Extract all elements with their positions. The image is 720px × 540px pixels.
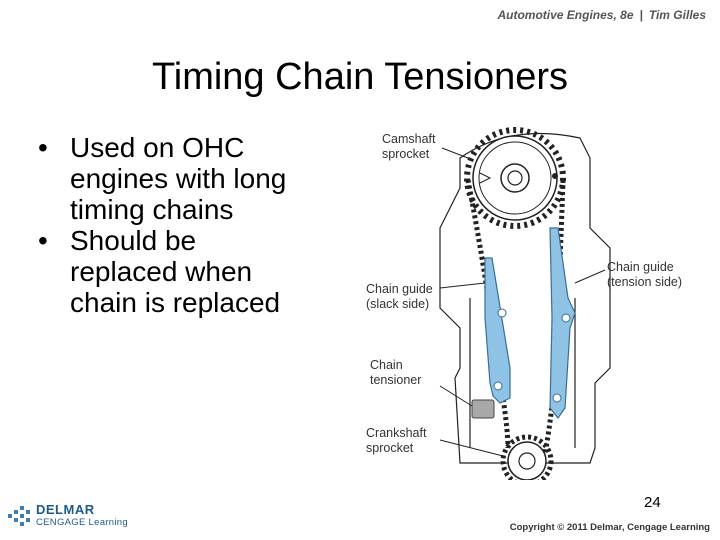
book-header: Automotive Engines, 8e | Tim Gilles	[497, 8, 706, 22]
delmar-logo-icon	[8, 506, 30, 526]
logo-text-delmar: DELMAR	[36, 502, 95, 517]
guide-bolt-icon	[552, 393, 562, 403]
bullet-line: chain is replaced	[70, 287, 281, 318]
bullet-line: replaced when	[70, 256, 253, 287]
bullet-list: • Used on OHC engines with long timing c…	[38, 132, 338, 318]
bullet-line: Used on OHC	[70, 132, 245, 163]
camshaft-sprocket-shape	[464, 127, 566, 229]
chain-guide-slack-shape	[484, 257, 511, 404]
chain-guide-tension-shape	[549, 227, 576, 420]
label-chain-guide-slack: Chain guide (slack side)	[366, 282, 433, 311]
copyright-notice: Copyright © 2011 Delmar, Cengage Learnin…	[509, 522, 710, 533]
page-number: 24	[644, 494, 661, 511]
slide-title: Timing Chain Tensioners	[151, 56, 569, 98]
guide-bolt-icon	[561, 313, 571, 323]
label-leader-lines	[439, 147, 606, 457]
bullet-line: timing chains	[70, 194, 234, 225]
logo-text-cengage: CENGAGE Learning	[36, 517, 128, 528]
guide-bolt-icon	[493, 381, 503, 391]
bullet-line: engines with long	[70, 163, 287, 194]
bullet-dot-icon: •	[38, 225, 48, 256]
bullet-dot-icon: •	[38, 132, 48, 163]
timing-chain-figure: Camshaft sprocket Chain guide (slack sid…	[360, 118, 700, 488]
header-separator: |	[639, 8, 643, 22]
bullet-item: • Used on OHC engines with long timing c…	[38, 132, 338, 225]
label-crankshaft-sprocket: Crankshaft sprocket	[366, 426, 427, 455]
bullet-line: Should be	[70, 225, 197, 256]
bullet-item: • Should be replaced when chain is repla…	[38, 225, 338, 318]
label-chain-tensioner: Chain tensioner	[370, 358, 422, 387]
guide-bolt-icon	[497, 308, 507, 318]
label-camshaft-sprocket: Camshaft sprocket	[382, 132, 436, 161]
book-title: Automotive Engines, 8e	[497, 8, 634, 22]
book-author: Tim Gilles	[648, 8, 706, 22]
label-chain-guide-tension: Chain guide (tension side)	[607, 260, 683, 289]
chain-tensioner-shape	[471, 399, 495, 419]
